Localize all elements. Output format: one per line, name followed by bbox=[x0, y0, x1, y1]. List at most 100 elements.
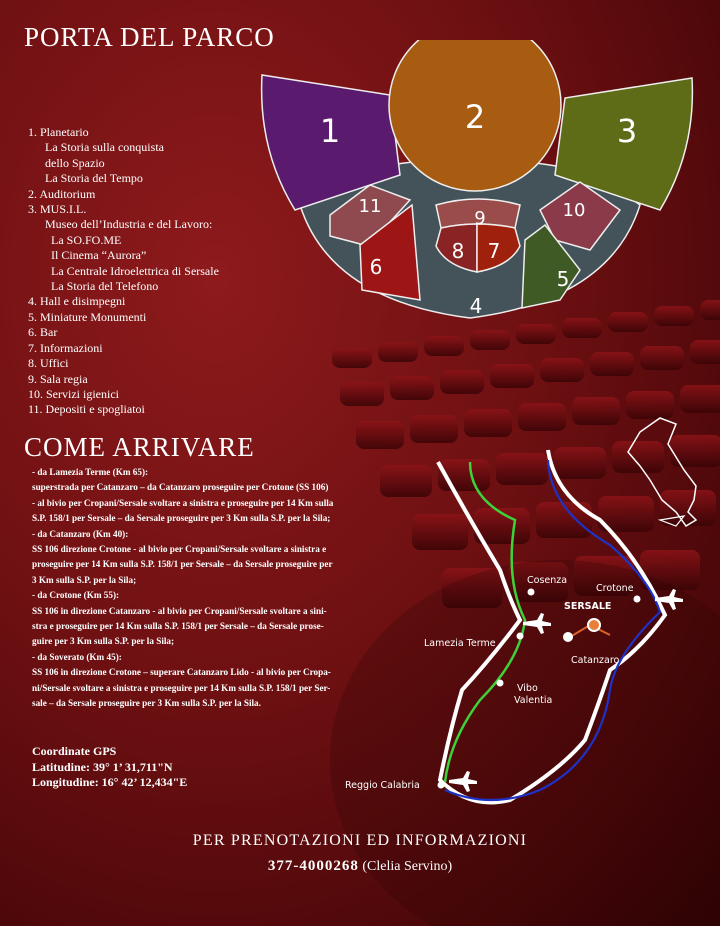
page-title: PORTA DEL PARCO bbox=[24, 22, 275, 52]
directions-line: SS 106 direzione Crotone - al bivio per … bbox=[32, 544, 327, 555]
gps-longitude: Longitudine: 16° 42’ 12,434"E bbox=[32, 775, 188, 789]
directions-line: - da Lamezia Terme (Km 65): bbox=[32, 467, 149, 477]
seat-shape bbox=[654, 306, 694, 326]
seat-shape bbox=[572, 397, 620, 425]
airplane-icon bbox=[523, 613, 551, 634]
directions-line: SS 106 in direzione Catanzaro - al bivio… bbox=[32, 605, 327, 616]
seat-shape bbox=[474, 508, 530, 544]
label-5: 5 bbox=[557, 267, 570, 291]
label-9: 9 bbox=[474, 208, 485, 229]
seat-shape bbox=[590, 352, 634, 376]
seat-shape bbox=[670, 435, 720, 467]
seat-shape bbox=[626, 391, 674, 419]
legend-item: 2. Auditorium bbox=[28, 186, 96, 201]
legend-item: 5. Miniature Monumenti bbox=[28, 309, 147, 324]
label-6: 6 bbox=[370, 255, 383, 279]
legend-item: La Centrale Idroelettrica di Sersale bbox=[51, 263, 219, 278]
legend-item: dello Spazio bbox=[45, 155, 105, 170]
area-1-planetario bbox=[260, 74, 401, 211]
road-blue bbox=[444, 459, 662, 802]
gps-coordinates: Coordinate GPS Latitudine: 39° 1’ 31,711… bbox=[32, 744, 187, 791]
directions-text: - da Lamezia Terme (Km 65): superstrada p… bbox=[32, 465, 430, 712]
road-green bbox=[443, 461, 527, 783]
seat-shape bbox=[490, 364, 534, 388]
legend-item: La Storia sulla conquista bbox=[45, 140, 164, 155]
seat-shape bbox=[574, 556, 634, 596]
map-label-sersale: SERSALE bbox=[564, 601, 611, 612]
seat-shape bbox=[464, 409, 512, 437]
map-label-vibo: Vibo bbox=[517, 683, 538, 694]
seat-shape bbox=[640, 550, 700, 590]
area-3-musil bbox=[554, 77, 694, 211]
map-label-lamezia: Lamezia Terme bbox=[424, 638, 496, 649]
seat-shape bbox=[410, 415, 458, 443]
map-label-catanzaro: Catanzaro bbox=[571, 655, 620, 666]
section-title-arrivare: COME ARRIVARE bbox=[24, 432, 255, 462]
floorplan-diagram: 1 2 3 4 5 6 7 8 9 10 11 bbox=[260, 40, 694, 319]
directions-line: SS 106 in direzione Crotone – superare C… bbox=[32, 667, 331, 678]
seat-shape bbox=[340, 382, 384, 406]
directions-line: guire per 3 Km sulla S.P. per la Sila; bbox=[32, 636, 175, 647]
airplane-icon bbox=[449, 771, 477, 792]
directions-line: - da Soverato (Km 45): bbox=[32, 651, 122, 662]
directions-line: stra e proseguire per 14 Km sulla S.P. 1… bbox=[32, 621, 324, 632]
directions-line: - al bivio per Cropani/Sersale svoltare … bbox=[32, 497, 334, 508]
seat-shape bbox=[518, 403, 566, 431]
legend-item: 3. MUS.I.L. bbox=[28, 202, 87, 217]
route-map: Cosenza Crotone SERSALE Lamezia Terme Ca… bbox=[345, 417, 698, 805]
legend-item: 9. Sala regia bbox=[28, 371, 88, 386]
label-11: 11 bbox=[359, 196, 382, 217]
legend-item: 6. Bar bbox=[28, 325, 58, 340]
seat-shape bbox=[508, 562, 568, 602]
label-2: 2 bbox=[465, 98, 485, 136]
seat-shape bbox=[412, 514, 468, 550]
legend-item: 1. Planetario bbox=[28, 125, 89, 139]
seat-shape bbox=[690, 340, 720, 364]
seat-shape bbox=[440, 370, 484, 394]
legend-item: 7. Informazioni bbox=[28, 340, 103, 355]
label-8: 8 bbox=[452, 239, 465, 263]
directions-line: S.P. 158/1 per Sersale – da Sersale pros… bbox=[32, 513, 331, 524]
seat-shape bbox=[562, 318, 602, 338]
map-label-valentia: Valentia bbox=[514, 695, 552, 706]
legend-item: La SO.FO.ME bbox=[51, 232, 122, 247]
seat-shape bbox=[390, 376, 434, 400]
directions-line: 3 Km sulla S.P. per la Sila; bbox=[32, 574, 137, 585]
gps-title: Coordinate GPS bbox=[32, 744, 117, 758]
label-1: 1 bbox=[320, 112, 340, 150]
italy-outline-icon bbox=[627, 417, 698, 527]
seat-shape bbox=[554, 447, 606, 479]
seat-shape bbox=[470, 330, 510, 350]
bookings-title: PER PRENOTAZIONI ED INFORMAZIONI bbox=[192, 832, 528, 849]
label-3: 3 bbox=[617, 112, 637, 150]
phone-number[interactable]: 377-4000268 bbox=[267, 858, 359, 874]
area-2-auditorium bbox=[388, 40, 562, 192]
seat-shape bbox=[608, 312, 648, 332]
gps-latitude: Latitudine: 39° 1’ 31,711"N bbox=[32, 759, 173, 774]
seat-shape bbox=[660, 490, 716, 526]
label-7: 7 bbox=[488, 239, 501, 263]
area-6-bar bbox=[359, 203, 421, 301]
seat-shape bbox=[380, 465, 432, 497]
seat-shape bbox=[700, 300, 720, 320]
contact-name: (Clelia Servino) bbox=[362, 859, 453, 874]
legend-item: 10. Servizi igienici bbox=[28, 386, 119, 401]
legend-item: La Storia del Tempo bbox=[45, 171, 143, 186]
seat-shape bbox=[536, 502, 592, 538]
legend-item: La Storia del Telefono bbox=[51, 279, 159, 294]
directions-line: ni/Sersale svoltare a sinistra e prosegu… bbox=[32, 682, 331, 693]
legend-item: 11. Depositi e spogliatoi bbox=[28, 402, 145, 417]
directions-line: superstrada per Catanzaro – da Catanzaro… bbox=[32, 482, 329, 493]
contact-line: 377-4000268 (Clelia Servino) bbox=[0, 858, 720, 875]
seat-shape bbox=[612, 441, 664, 473]
map-label-crotone: Crotone bbox=[596, 583, 634, 594]
airplane-icon bbox=[655, 589, 683, 610]
seat-shape bbox=[424, 336, 464, 356]
seat-shape bbox=[516, 324, 556, 344]
seat-shape bbox=[356, 421, 404, 449]
seat-shape bbox=[332, 348, 372, 368]
seat-shape bbox=[442, 568, 502, 608]
map-label-cosenza: Cosenza bbox=[527, 575, 567, 586]
